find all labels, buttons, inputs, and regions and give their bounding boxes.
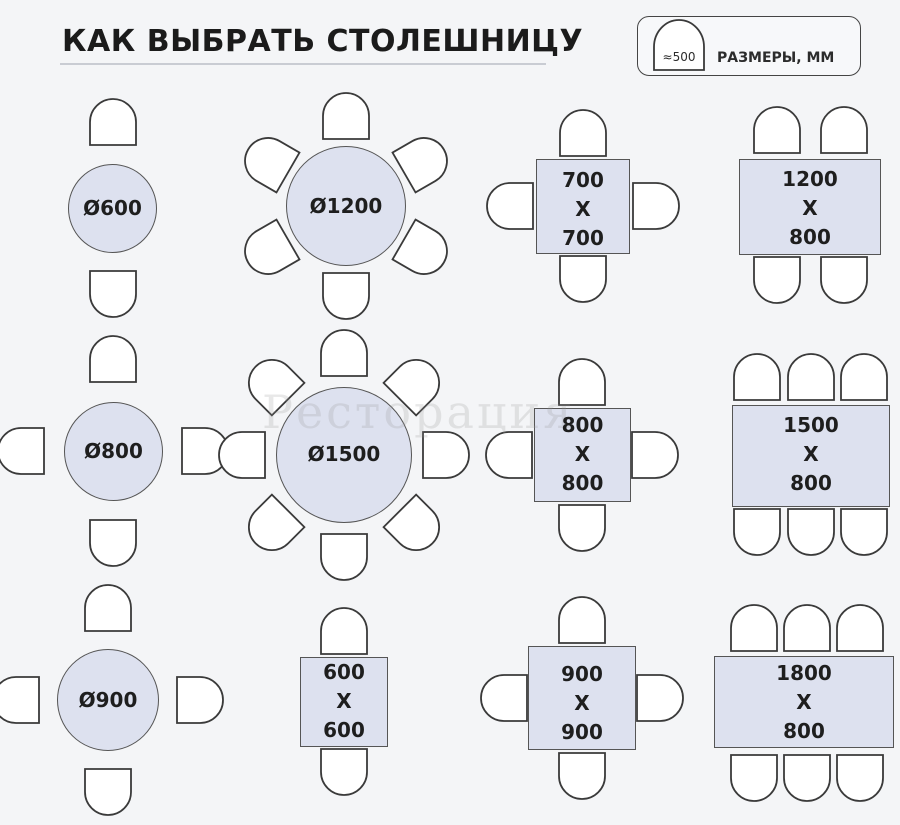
r1500-chair-1 <box>733 353 781 401</box>
round-table-800 <box>64 402 163 501</box>
d1500-chair-2 <box>382 358 441 417</box>
r1800-chair-5 <box>783 754 831 802</box>
r1500-chair-5 <box>787 508 835 556</box>
r800-chair-4 <box>485 431 533 479</box>
r900-chair-4 <box>480 674 528 722</box>
legend-units: РАЗМЕРЫ, ММ <box>717 50 835 66</box>
rect-table-1500x800 <box>732 405 890 507</box>
r1800-chair-2 <box>783 604 831 652</box>
r900-chair-3 <box>558 752 606 800</box>
rect-table-800x800 <box>534 408 631 502</box>
r1200-chair-1 <box>753 106 801 154</box>
d900-chair-4 <box>0 676 40 724</box>
page-title: КАК ВЫБРАТЬ СТОЛЕШНИЦУ <box>62 24 584 59</box>
round-table-1200 <box>286 146 406 266</box>
d800-chair-4 <box>0 427 45 475</box>
r1800-chair-4 <box>730 754 778 802</box>
label-d900: Ø900 <box>78 688 138 712</box>
round-table-900 <box>57 649 159 751</box>
rect-table-900x900 <box>528 646 636 750</box>
rect-table-700x700 <box>536 159 630 254</box>
d1200-chair-3 <box>391 218 448 275</box>
r1500-chair-4 <box>733 508 781 556</box>
d1500-chair-5 <box>320 533 368 581</box>
d1500-chair-1 <box>320 329 368 377</box>
r600-chair-2 <box>320 748 368 796</box>
label-d1200: Ø1200 <box>309 194 383 218</box>
d800-chair-3 <box>89 519 137 567</box>
r700-chair-4 <box>486 182 534 230</box>
r1500-chair-2 <box>787 353 835 401</box>
r1200-chair-4 <box>820 256 868 304</box>
title-underline <box>60 63 546 65</box>
label-d600: Ø600 <box>83 196 142 220</box>
d1500-chair-4 <box>382 493 441 552</box>
d900-chair-2 <box>176 676 224 724</box>
r600-chair-1 <box>320 607 368 655</box>
r800-chair-3 <box>558 504 606 552</box>
d1500-chair-3 <box>422 431 470 479</box>
d1500-chair-8 <box>247 358 306 417</box>
d900-chair-1 <box>84 584 132 632</box>
rect-table-1800x800 <box>714 656 894 748</box>
d1200-chair-2 <box>391 137 448 194</box>
rect-table-600x600 <box>300 657 388 747</box>
r700-chair-1 <box>559 109 607 157</box>
r1800-chair-6 <box>836 754 884 802</box>
r900-chair-1 <box>558 596 606 644</box>
r1500-chair-6 <box>840 508 888 556</box>
r700-chair-2 <box>632 182 680 230</box>
r1200-chair-2 <box>820 106 868 154</box>
r900-chair-2 <box>636 674 684 722</box>
r700-chair-3 <box>559 255 607 303</box>
d1200-chair-4 <box>322 272 370 320</box>
r800-chair-2 <box>631 431 679 479</box>
label-d1500: Ø1500 <box>307 442 381 466</box>
d1200-chair-6 <box>244 137 301 194</box>
rect-table-1200x800 <box>739 159 881 255</box>
round-table-600 <box>68 164 157 253</box>
r1800-chair-1 <box>730 604 778 652</box>
d900-chair-3 <box>84 768 132 816</box>
d600-chair-2 <box>89 270 137 318</box>
d1500-chair-7 <box>218 431 266 479</box>
d600-chair-1 <box>89 98 137 146</box>
label-d800: Ø800 <box>84 439 143 463</box>
r1200-chair-3 <box>753 256 801 304</box>
d1200-chair-1 <box>322 92 370 140</box>
r1800-chair-3 <box>836 604 884 652</box>
d1500-chair-6 <box>247 493 306 552</box>
round-table-1500 <box>276 387 412 523</box>
r800-chair-1 <box>558 358 606 406</box>
d800-chair-1 <box>89 335 137 383</box>
r1500-chair-3 <box>840 353 888 401</box>
legend-chair-size: ≈500 <box>662 50 696 64</box>
watermark: Ресторация <box>262 385 576 439</box>
d1200-chair-5 <box>244 218 301 275</box>
